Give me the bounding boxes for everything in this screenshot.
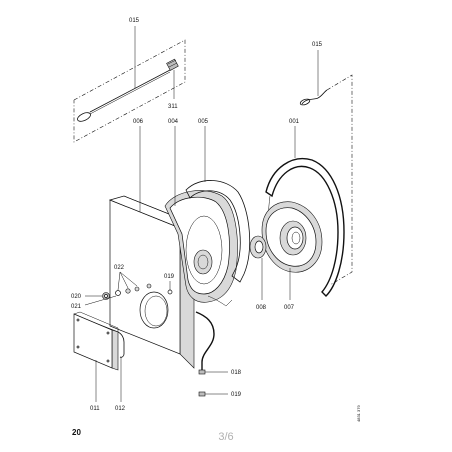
label-005: 005 [198,119,209,125]
label-001: 001 [289,119,300,125]
clip-015 [299,50,353,286]
page-indicator: 3/6 [218,431,233,443]
drawing-code: 4831 379 [356,405,361,422]
label-007: 007 [284,305,295,311]
fastener-group [84,271,171,306]
gasket-005 [185,126,251,307]
label-015-left: 015 [129,18,140,24]
label-015-right: 015 [312,42,323,48]
cover-plate-011 [73,311,125,402]
rod-assembly [73,26,186,143]
label-022: 022 [114,265,125,271]
page-number: 20 [72,428,81,437]
label-021: 021 [71,304,82,310]
fan-housing-004 [164,126,238,303]
label-008: 008 [256,305,267,311]
label-311: 311 [168,104,178,110]
label-019-bottom: 019 [231,392,242,398]
label-018: 018 [231,370,242,376]
ring-008 [249,235,267,300]
ring-housing-007 [261,201,323,300]
label-011: 011 [90,406,100,412]
label-006: 006 [133,119,144,125]
part-labels: 015 311 015 006 004 005 001 022 020 021 … [71,18,323,412]
cable-018 [195,311,228,397]
label-020: 020 [71,294,82,300]
label-004: 004 [168,119,179,125]
label-012: 012 [115,406,126,412]
label-019-top: 019 [164,274,175,280]
